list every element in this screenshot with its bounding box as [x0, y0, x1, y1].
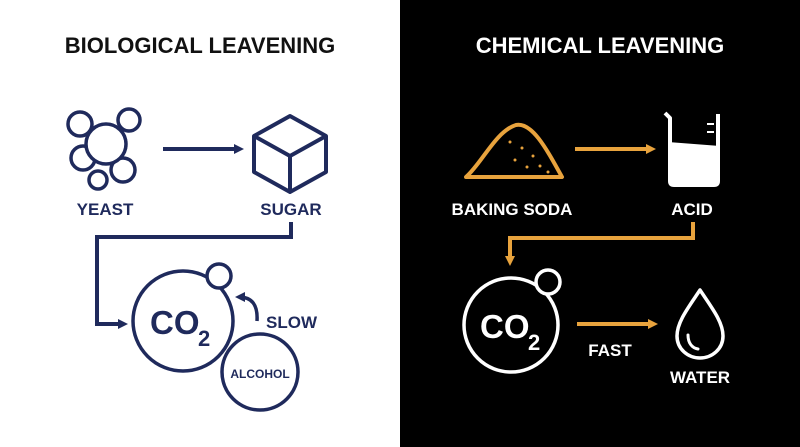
yeast-cluster-icon — [66, 107, 142, 191]
chemical-co2-text: CO — [480, 308, 530, 345]
water-label: WATER — [670, 368, 730, 387]
powder-pile-icon — [464, 122, 564, 179]
biological-co2-text: CO — [150, 304, 200, 341]
biological-panel — [0, 0, 400, 447]
alcohol-label: ALCOHOL — [230, 367, 289, 381]
biological-co2-bubble: CO 2 — [131, 262, 235, 373]
biological-co2-subscript: 2 — [198, 326, 210, 351]
small-bubble-icon — [534, 268, 562, 296]
alcohol-bubble: ALCOHOL — [220, 332, 300, 412]
beaker-icon — [663, 111, 720, 187]
small-bubble-icon — [205, 262, 233, 290]
biological-title: BIOLOGICAL LEAVENING — [65, 33, 336, 58]
acid-to-co2-arrow — [505, 222, 695, 266]
curved-arrow-icon — [235, 292, 259, 322]
chemical-panel — [400, 0, 800, 447]
acid-label: ACID — [671, 200, 713, 219]
baking-soda-label: BAKING SODA — [452, 200, 573, 219]
chemical-co2-subscript: 2 — [528, 330, 540, 355]
yeast-label: YEAST — [77, 200, 134, 219]
water-drop-icon — [675, 288, 725, 360]
chemical-co2-bubble: CO 2 — [462, 268, 562, 374]
sugar-label: SUGAR — [260, 200, 321, 219]
chemical-title: CHEMICAL LEAVENING — [476, 33, 725, 58]
slow-label: SLOW — [266, 313, 318, 332]
sugar-cube-icon — [252, 114, 328, 194]
sugar-to-co2-arrow — [95, 222, 293, 329]
fast-label: FAST — [588, 341, 632, 360]
